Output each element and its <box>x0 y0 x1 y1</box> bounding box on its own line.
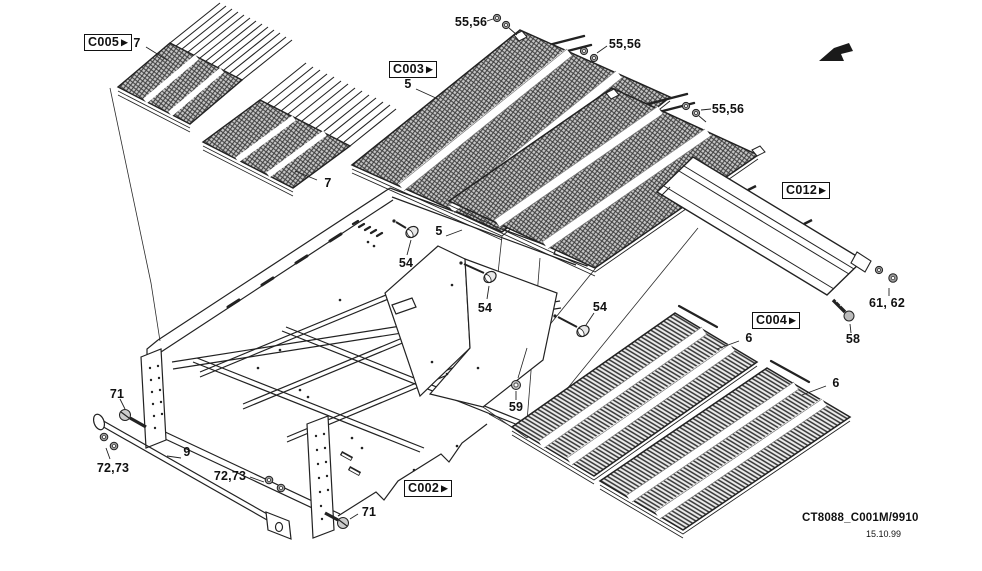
part-label-6: 6 <box>745 331 753 345</box>
callout-arrow-icon: ▶ <box>121 37 128 47</box>
part-label-54: 54 <box>592 300 608 314</box>
part-label-54: 54 <box>398 256 414 270</box>
part-label-54: 54 <box>477 301 493 315</box>
chaffer-extension-panels <box>116 2 397 197</box>
lower-sieve-2 <box>598 359 852 539</box>
washer-nut-set-55-56-b <box>579 46 599 63</box>
extension-panel-2 <box>201 62 397 197</box>
cleaning-shoe-frame <box>140 187 592 539</box>
callout-arrow-icon: ▶ <box>441 483 448 493</box>
upper-sieve-2 <box>447 87 766 277</box>
grain-pan <box>655 156 872 296</box>
callout-C004[interactable]: C004 ▶ <box>752 312 800 329</box>
part-label-61-62: 61, 62 <box>869 296 905 310</box>
callout-arrow-icon: ▶ <box>819 185 826 195</box>
washer-set-61-62 <box>874 265 898 283</box>
part-label-55-56: 55,56 <box>711 102 745 116</box>
washer-nut-set-55-56-c <box>681 101 707 123</box>
part-label-72-73: 72,73 <box>96 461 130 475</box>
drawing-date: 15.10.99 <box>866 529 902 539</box>
nut-59 <box>511 347 528 390</box>
bolt-71-right <box>324 511 349 529</box>
part-label-72-73: 72,73 <box>213 469 247 483</box>
callout-C005[interactable]: C005 ▶ <box>84 34 132 51</box>
callout-C012[interactable]: C012 ▶ <box>782 182 830 199</box>
part-label-9: 9 <box>183 445 191 459</box>
fasteners <box>99 13 898 529</box>
extension-panel-1 <box>116 2 293 133</box>
drawing-code: CT8088_C001M/9910 <box>802 512 919 524</box>
callout-C004-label: C004 <box>756 313 788 327</box>
callout-C003[interactable]: C003 ▶ <box>389 61 437 78</box>
part-label-71: 71 <box>361 505 377 519</box>
washer-set-72-73-right <box>264 475 286 493</box>
knob-54-b <box>459 261 497 284</box>
part-label-55-56: 55,56 <box>454 15 488 29</box>
bolt-58 <box>831 298 855 322</box>
part-label-5: 5 <box>435 224 443 238</box>
direction-arrow-icon <box>819 43 853 61</box>
bolt-71-left <box>119 409 147 429</box>
callout-arrow-icon: ▶ <box>789 315 796 325</box>
knob-54-c <box>553 314 590 338</box>
callout-C005-label: C005 <box>88 35 120 49</box>
callout-C002[interactable]: C002 ▶ <box>404 480 452 497</box>
part-label-7: 7 <box>324 176 332 190</box>
part-label-59: 59 <box>508 400 524 414</box>
washer-set-72-73-left <box>99 432 119 451</box>
upper-sieve-panels <box>350 29 766 277</box>
lower-sieve-1 <box>510 304 759 485</box>
callout-C012-label: C012 <box>786 183 818 197</box>
knob-54-a <box>392 219 419 239</box>
part-label-71: 71 <box>109 387 125 401</box>
part-label-7: 7 <box>133 36 141 50</box>
callout-C002-label: C002 <box>408 481 440 495</box>
part-label-58: 58 <box>845 332 861 346</box>
leader-lines <box>105 18 890 520</box>
end-plate-left <box>140 348 167 449</box>
lower-sieve-panels <box>510 304 852 539</box>
callout-arrow-icon: ▶ <box>426 64 433 74</box>
part-label-5: 5 <box>404 77 412 91</box>
part-label-55-56: 55,56 <box>608 37 642 51</box>
part-label-6: 6 <box>832 376 840 390</box>
washer-nut-set-55-56-a <box>492 13 518 36</box>
end-plate-right <box>306 415 335 539</box>
support-bar <box>92 413 292 540</box>
callout-C003-label: C003 <box>393 62 425 76</box>
